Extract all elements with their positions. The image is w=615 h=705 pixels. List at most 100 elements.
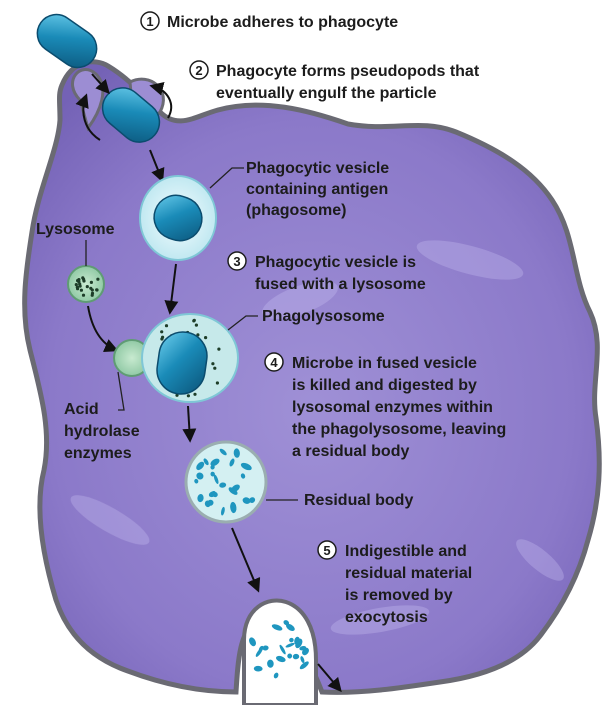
step-number: 5 <box>323 543 330 558</box>
debris-fragment <box>292 653 300 660</box>
step-text-line: Phagocytic vesicle is <box>255 254 416 271</box>
step-text-line: exocytosis <box>345 609 428 626</box>
arrow-to-phagosome <box>149 149 165 183</box>
debris-fragment <box>273 672 279 679</box>
step-1: 1 Microbe adheres to phagocyte <box>140 11 398 31</box>
arrow-lysosome-fuse <box>87 305 119 353</box>
enzyme-dot <box>89 280 93 284</box>
arrow-to-phagolysosome <box>164 263 179 315</box>
enzyme-dot <box>85 285 89 289</box>
arrow-to-residual <box>182 405 197 443</box>
debris-fragment <box>196 461 205 471</box>
debris-fragment <box>231 484 240 492</box>
enzyme-dot <box>164 324 169 328</box>
label-text-line: Phagocytic vesicle <box>246 160 389 177</box>
enzyme-dot <box>81 293 86 297</box>
lysosome-enzymes <box>74 276 100 297</box>
label-acid-hydrolase: Acid hydrolase enzymes <box>64 401 140 462</box>
debris-fragment <box>196 472 204 480</box>
debris-fragment <box>275 655 286 663</box>
debris-fragment <box>240 473 246 479</box>
debris-fragment <box>302 647 309 656</box>
enzyme-dot <box>193 392 197 396</box>
enzyme-dot <box>211 362 215 366</box>
step-text-line: residual material <box>345 565 472 582</box>
debris-fragment <box>299 661 309 670</box>
debris-fragment <box>286 623 295 631</box>
debris-fragment <box>289 637 294 643</box>
debris-fragment <box>210 464 215 470</box>
enzyme-dot <box>194 323 198 327</box>
enzyme-dot <box>90 288 94 292</box>
microbe-engulfing <box>101 87 161 143</box>
enzyme-dot <box>77 280 81 284</box>
microbe-in-phagosome <box>153 194 203 242</box>
step-text-line: fused with a lysosome <box>255 276 426 293</box>
step-number: 3 <box>233 254 240 269</box>
enzyme-dot <box>215 381 219 385</box>
debris-fragment <box>253 665 263 672</box>
label-text-line: (phagosome) <box>246 202 346 219</box>
step-text-line: the phagolysosome, leaving <box>292 421 506 438</box>
arrow-pseudopod-left <box>75 93 101 141</box>
debris-fragment <box>233 448 240 458</box>
step-text-line: eventually engulf the particle <box>216 85 437 102</box>
enzyme-dot <box>96 277 100 281</box>
step-number-badge <box>317 540 337 560</box>
step-number-badge <box>140 11 160 31</box>
enzyme-dot <box>81 276 85 280</box>
arrow-pseudopod-right <box>149 81 173 119</box>
enzyme-dot <box>175 393 179 397</box>
debris-fragment <box>219 482 227 488</box>
label-lysosome: Lysosome <box>36 221 115 238</box>
enzyme-dot <box>192 318 196 322</box>
step-5: 5 Indigestible and residual material is … <box>317 540 472 626</box>
debris-fragment <box>230 501 237 514</box>
debris-fragment <box>207 499 214 506</box>
step-text-line: Phagocyte forms pseudopods that <box>216 63 480 80</box>
debris-fragment <box>249 637 256 647</box>
step-text-line: is removed by <box>345 587 453 604</box>
enzyme-dot <box>79 288 83 292</box>
step-4: 4 Microbe in fused vesicle is killed and… <box>264 352 506 460</box>
label-phagolysosome: Phagolysosome <box>262 308 385 325</box>
step-text-line: a residual body <box>292 443 409 460</box>
enzyme-dot <box>78 284 82 288</box>
step-number: 4 <box>270 355 278 370</box>
expelled-fragments <box>249 620 309 679</box>
debris-fragment <box>229 458 235 467</box>
debris-fragment <box>240 462 252 471</box>
debris-fragment <box>255 648 263 657</box>
debris-fragment <box>221 506 225 516</box>
step-number: 2 <box>195 63 202 78</box>
arrow-adhere <box>91 73 110 95</box>
debris-fragment <box>210 471 215 477</box>
step-number-badge <box>189 60 209 80</box>
enzyme-dot <box>161 335 165 339</box>
enzyme-dot <box>213 366 217 370</box>
step-text-line: lysosomal enzymes within <box>292 399 493 416</box>
lysosome <box>67 265 105 303</box>
enzyme-dot <box>186 394 190 398</box>
label-residual-body: Residual body <box>304 492 413 509</box>
residual-fragments <box>194 448 256 516</box>
microbe-adhering <box>36 13 98 69</box>
microbe-in-phagolysosome <box>156 331 208 395</box>
debris-fragment <box>279 644 286 655</box>
debris-fragment <box>242 497 251 504</box>
label-text-line: enzymes <box>64 445 132 462</box>
debris-fragment <box>219 448 227 456</box>
enzyme-dot <box>160 330 164 334</box>
debris-fragment <box>213 474 219 484</box>
debris-fragment <box>262 645 269 651</box>
debris-fragment <box>197 494 204 503</box>
debris-fragment <box>295 638 303 649</box>
enzyme-dot <box>76 287 80 291</box>
leader-acid-hydrolase <box>117 371 125 411</box>
step-3: 3 Phagocytic vesicle is fused with a lys… <box>227 251 426 293</box>
debris-fragment <box>194 478 199 484</box>
label-phagosome: Phagocytic vesicle containing antigen (p… <box>246 160 389 219</box>
step-number-badge <box>264 352 284 372</box>
debris-fragment <box>300 656 305 664</box>
